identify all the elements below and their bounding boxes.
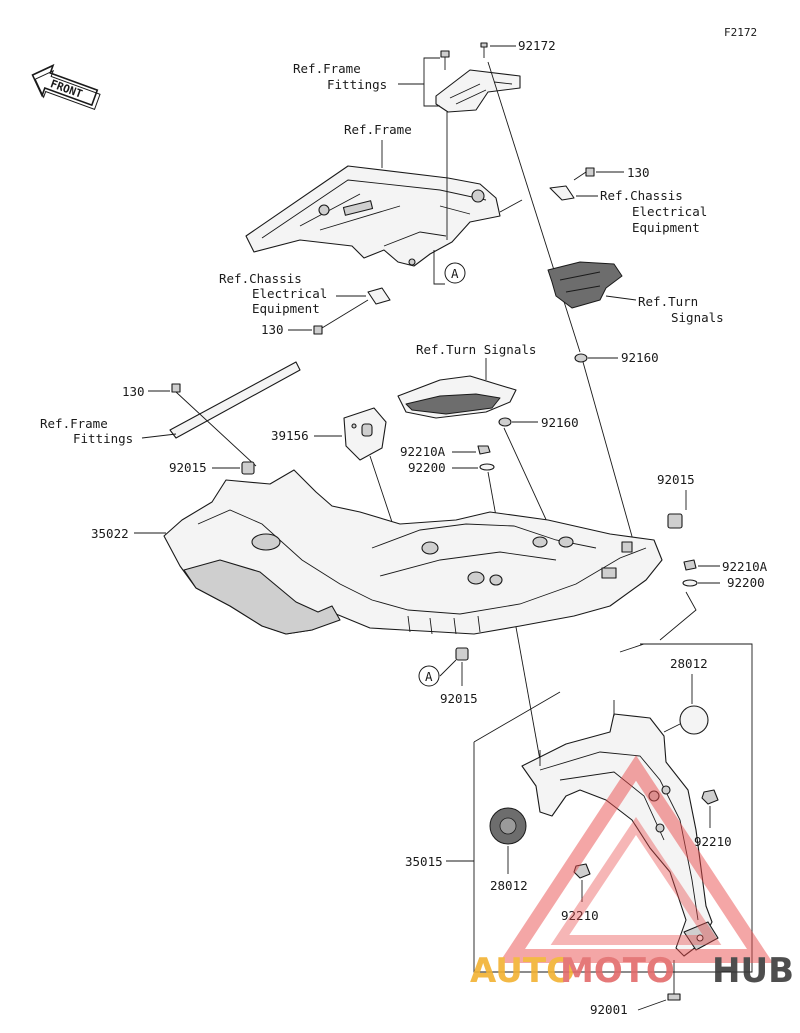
bolt-130-left [313,299,369,335]
label-92210A-center: 92210A [400,444,446,459]
bolt-top-left [440,50,450,70]
watermark-moto: MOTO [560,951,675,991]
marker-a-bottom: A [418,665,440,687]
nut-92210-right [701,789,719,805]
license-bracket-35015 [521,713,713,957]
bolt-130-strap [171,383,257,467]
label-92210-right: 92210 [694,834,732,849]
front-arrow-icon: FRONT [31,63,101,110]
watermark-triangle-icon [498,755,774,963]
watermark-hub: HUB [712,951,794,991]
label-ref-chassis-r1: Ref.Chassis [600,188,683,203]
collar-92015-bottom [455,647,469,661]
label-ref-turn-r2: Signals [671,310,724,325]
rear-frame [245,165,501,267]
label-92200-center: 92200 [408,460,446,475]
label-130-left: 130 [261,322,284,337]
label-92160-center: 92160 [541,415,579,430]
washer-92200-center [479,463,495,471]
label-ref-frame-fittings-2: Fittings [327,77,387,92]
label-ref-turn-r1: Ref.Turn [638,294,698,309]
frame-fitting-strap [169,361,301,439]
marker-a-bottom-text: A [425,669,433,684]
collar-92015-right [667,513,683,529]
nut-92210-left [573,863,591,879]
label-35015: 35015 [405,854,443,869]
label-ref-chassis-l3: Equipment [252,301,320,316]
label-39156: 39156 [271,428,309,443]
clamp-right [549,185,575,201]
label-92210-left: 92210 [561,908,599,923]
label-ref-turn-center: Ref.Turn Signals [416,342,536,357]
grommet-28012-right [679,705,709,735]
label-130-right: 130 [627,165,650,180]
watermark-auto: AUTO [470,951,575,991]
label-92200-right: 92200 [727,575,765,590]
marker-a-top-text: A [451,266,459,281]
label-ref-chassis-l2: Electrical [252,286,327,301]
label-92210A-right: 92210A [722,559,768,574]
label-130-strap: 130 [122,384,145,399]
nut-92160-center [498,417,512,427]
label-ref-frame-fittings-l2: Fittings [73,431,133,446]
label-35022: 35022 [91,526,129,541]
washer-92200-right [682,579,698,587]
label-28012-right: 28012 [670,656,708,671]
watermark: AUTO MOTO HUB [470,755,794,991]
label-92015-right: 92015 [657,472,695,487]
bolt-130-right [573,167,595,181]
label-ref-frame: Ref.Frame [344,122,412,137]
label-ref-chassis-r2: Electrical [632,204,707,219]
label-ref-frame-fittings-1: Ref.Frame [293,61,361,76]
frame-fitting-bracket [435,69,521,113]
label-92172: 92172 [518,38,556,53]
label-92001: 92001 [590,1002,628,1017]
nut-92160-right [574,353,588,363]
turn-signal-right [547,261,623,309]
nut-92210A-center [477,445,491,455]
label-ref-chassis-l1: Ref.Chassis [219,271,302,286]
collar-92015-left [241,461,255,475]
clamp-left [367,287,391,305]
label-ref-chassis-r3: Equipment [632,220,700,235]
label-92015-bottom: 92015 [440,691,478,706]
label-92015-left: 92015 [169,460,207,475]
bolt-92172 [480,42,488,58]
label-28012-left: 28012 [490,878,528,893]
screw-92001 [667,960,681,1001]
marker-a-top: A [444,262,466,284]
label-ref-frame-fittings-l1: Ref.Frame [40,416,108,431]
label-92160-right: 92160 [621,350,659,365]
nut-92210A-right [683,559,697,571]
figure-id: F2172 [724,26,757,39]
